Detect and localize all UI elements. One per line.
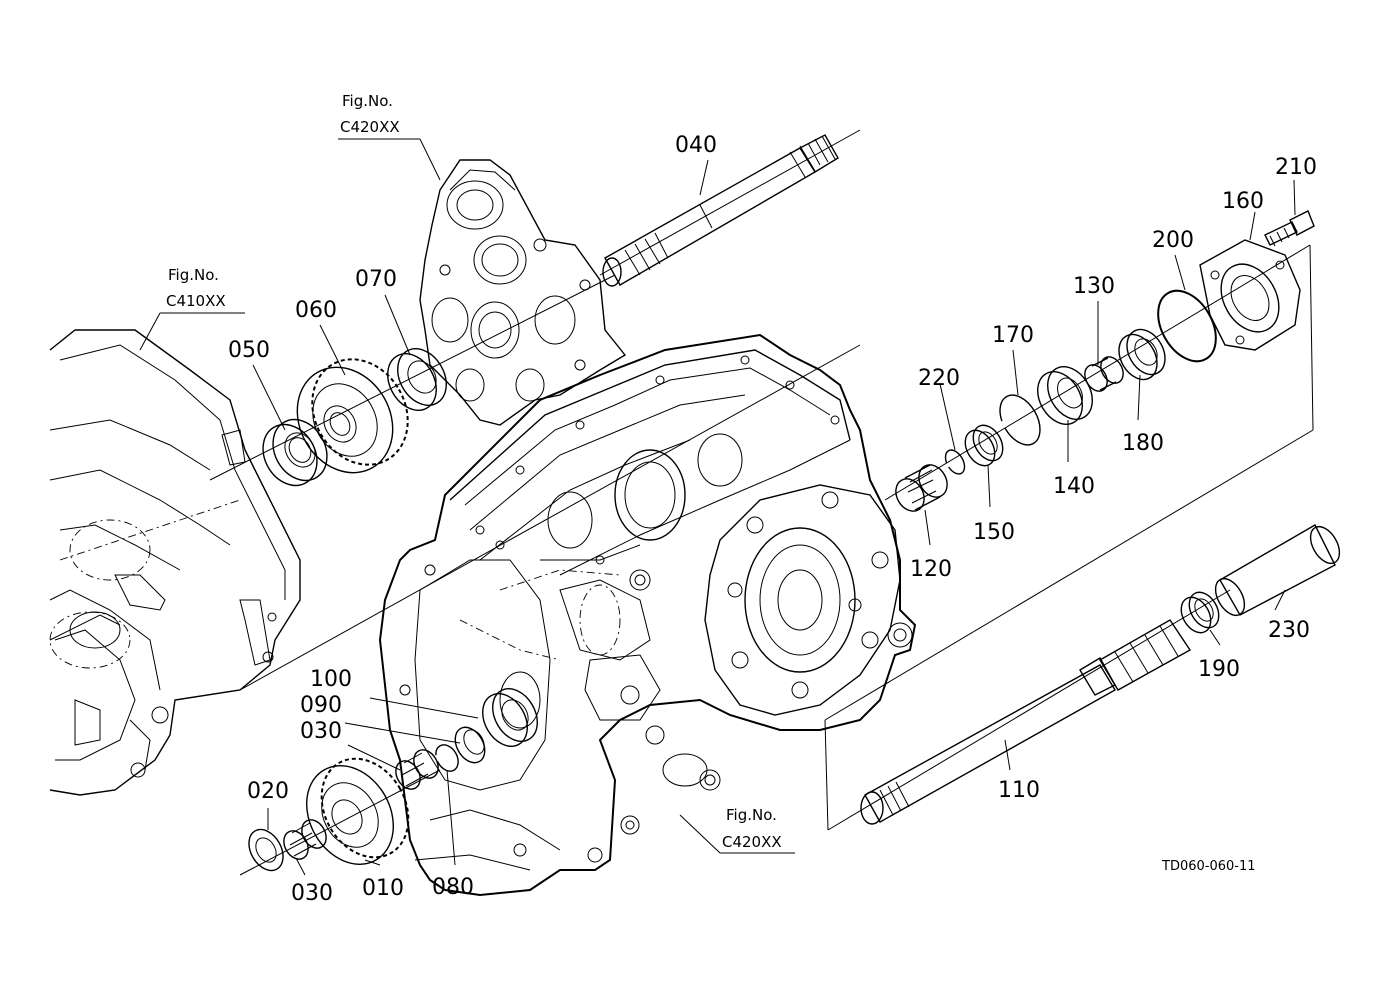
part-label-030-lower: 030 — [291, 881, 333, 906]
part-label-180: 180 — [1122, 431, 1164, 456]
fig-ref-c420-bottom-line2: C420XX — [722, 833, 782, 851]
part-label-220: 220 — [918, 366, 960, 391]
part-070-bearing[interactable] — [378, 340, 456, 419]
drawing-code: TD060-060-11 — [1161, 859, 1256, 874]
part-label-110: 110 — [998, 778, 1040, 803]
fig-ref-c420-top-line1: Fig.No. — [342, 92, 393, 110]
part-110-pto-shaft[interactable] — [860, 619, 1192, 825]
part-170-internal-snap-ring[interactable] — [992, 388, 1048, 452]
part-120-needle-bearing[interactable] — [890, 460, 953, 516]
part-label-090: 090 — [300, 693, 342, 718]
fig-ref-c420-bottom[interactable]: Fig.No. C420XX — [722, 806, 782, 851]
part-190-oil-seal[interactable] — [1175, 587, 1225, 638]
part-label-060: 060 — [295, 298, 337, 323]
fig-ref-c410-line2: C410XX — [166, 292, 226, 310]
part-label-070: 070 — [355, 267, 397, 292]
part-150-oil-seal[interactable] — [959, 420, 1009, 471]
part-label-150: 150 — [973, 520, 1015, 545]
part-090-oil-seal[interactable] — [449, 722, 491, 768]
part-060-gear[interactable] — [279, 342, 427, 490]
part-label-080: 080 — [432, 875, 474, 900]
part-100-bearing[interactable] — [474, 681, 547, 754]
leader-lines — [139, 138, 1296, 876]
part-160-bearing-case[interactable] — [1199, 239, 1301, 351]
part-label-010: 010 — [362, 876, 404, 901]
part-140-bearing[interactable] — [1029, 359, 1102, 432]
part-030-needle-bearing-upper[interactable] — [391, 746, 443, 794]
part-label-170: 170 — [992, 323, 1034, 348]
part-label-030-upper: 030 — [300, 719, 342, 744]
part-040-shaft[interactable] — [602, 134, 839, 287]
part-label-130: 130 — [1073, 274, 1115, 299]
center-lines — [209, 129, 1314, 876]
part-080-snap-ring[interactable] — [431, 741, 462, 775]
part-180-bearing[interactable] — [1111, 323, 1172, 387]
part-label-050: 050 — [228, 338, 270, 363]
fig-ref-c410[interactable]: Fig.No. C410XX — [166, 266, 226, 310]
part-030-needle-bearing-lower[interactable] — [279, 816, 331, 864]
part-230-cap[interactable] — [1210, 522, 1346, 621]
top-plate — [419, 159, 627, 426]
transmission-case — [378, 333, 917, 897]
figure-references: Fig.No. C420XX Fig.No. C410XX Fig.No. C4… — [166, 92, 782, 851]
fig-ref-c410-line1: Fig.No. — [168, 266, 219, 284]
part-210-bolt[interactable] — [1264, 210, 1315, 247]
part-label-230: 230 — [1268, 618, 1310, 643]
part-label-140: 140 — [1053, 474, 1095, 499]
part-label-100: 100 — [310, 667, 352, 692]
part-label-040: 040 — [675, 133, 717, 158]
part-label-160: 160 — [1222, 189, 1264, 214]
part-010-gear[interactable] — [289, 743, 425, 880]
fig-ref-c420-top[interactable]: Fig.No. C420XX — [340, 92, 400, 136]
part-130-collar[interactable] — [1080, 353, 1127, 395]
fig-ref-c420-bottom-line1: Fig.No. — [726, 806, 777, 824]
part-200-o-ring[interactable] — [1146, 281, 1227, 372]
part-label-020: 020 — [247, 779, 289, 804]
part-labels: 010 020 030 030 040 050 060 070 080 090 … — [228, 133, 1317, 906]
fig-ref-c420-top-line2: C420XX — [340, 118, 400, 136]
part-label-210: 210 — [1275, 155, 1317, 180]
part-020-washer[interactable] — [242, 823, 290, 876]
left-housing — [49, 329, 301, 796]
part-label-200: 200 — [1152, 228, 1194, 253]
part-050-bearing[interactable] — [252, 410, 337, 495]
part-label-190: 190 — [1198, 657, 1240, 682]
part-220-snap-ring[interactable] — [942, 447, 969, 478]
part-label-120: 120 — [910, 557, 952, 582]
